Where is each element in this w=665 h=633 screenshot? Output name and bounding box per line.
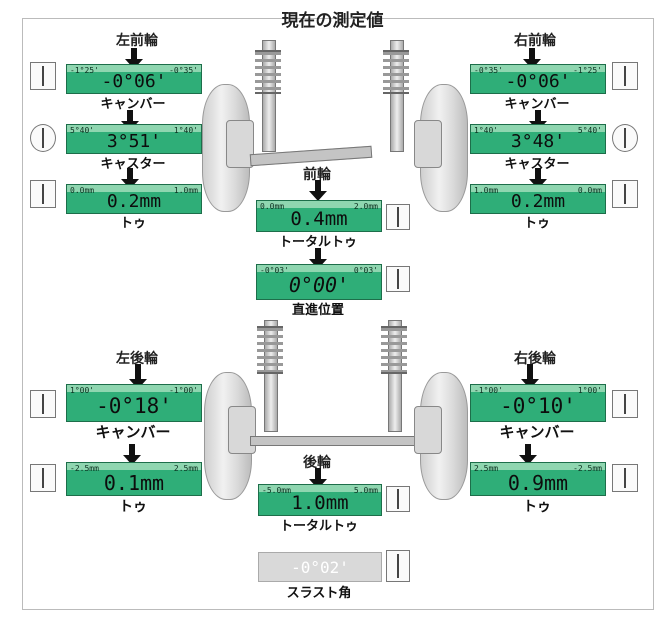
gauge-max-label: -1°25' (573, 66, 602, 75)
front-right-camber-label: キャンバー (504, 97, 570, 112)
front-right-caster-gauge: 1°40' 5°40' 3°48' (470, 124, 606, 154)
gauge-min-label: 1.0mm (474, 186, 499, 195)
gauge-max-label: -1°00' (169, 386, 198, 395)
gauge-min-label: 5°40' (70, 126, 95, 135)
gauge-min-label: 2.5mm (474, 464, 499, 473)
rear-right-toe-label: トゥ (523, 499, 551, 515)
rear-right-toe-gauge: 2.5mm -2.5mm 0.9mm (470, 462, 606, 496)
gauge-value: 0.2mm (106, 191, 162, 212)
rear-left-toe-label: トゥ (119, 499, 147, 515)
gauge-min-label: -1°25' (70, 66, 99, 75)
front-left-caster-label: キャスター (100, 157, 166, 172)
gauge-max-label: -2.5mm (573, 464, 602, 473)
rear-right-heading: 右後輪 (514, 351, 556, 367)
gauge-max-label: 1.0mm (173, 186, 198, 195)
rear-left-camber-gauge: 1°00' -1°00' -0°18' (66, 384, 202, 422)
gauge-max-label: 0°03' (353, 266, 378, 275)
gauge-max-label: -0°35' (169, 66, 198, 75)
camber-icon (612, 62, 638, 90)
toe-icon (612, 180, 638, 208)
toe-icon (30, 180, 56, 208)
gauge-value: 0.4mm (290, 208, 348, 230)
caster-icon (30, 124, 56, 152)
total-toe-icon (386, 486, 410, 512)
gauge-min-label: 0.0mm (260, 202, 285, 211)
front-right-heading: 右前輪 (514, 33, 556, 49)
toe-icon (30, 464, 56, 492)
rear-left-toe-gauge: -2.5mm 2.5mm 0.1mm (66, 462, 202, 496)
gauge-max-label: 2.5mm (173, 464, 198, 473)
gauge-min-label: 1°40' (474, 126, 499, 135)
gauge-min-label: -0°35' (474, 66, 503, 75)
caster-icon (612, 124, 638, 152)
steering-position-icon (386, 266, 410, 292)
camber-icon (30, 390, 56, 418)
camber-icon (612, 390, 638, 418)
toe-icon (612, 464, 638, 492)
front-right-caster-label: キャスター (504, 157, 570, 172)
rear-total-heading: 後輪 (303, 455, 331, 471)
gauge-value: -0°06' (101, 71, 167, 92)
gauge-value: 0.1mm (103, 471, 165, 495)
gauge-max-label: 5°40' (577, 126, 602, 135)
rear-left-camber-label: キャンバー (95, 423, 171, 441)
front-left-heading: 左前輪 (116, 33, 158, 49)
gauge-max-label: 2.0mm (353, 202, 378, 211)
gauge-max-label: 5.0mm (353, 486, 378, 495)
straight-position-gauge: -0°03' 0°03' 0°00' (256, 264, 382, 300)
thrust-angle-gauge: -0°02' (258, 552, 382, 582)
front-left-camber-gauge: -1°25' -0°35' -0°06' (66, 64, 202, 94)
gauge-min-label: -0°03' (260, 266, 289, 275)
gauge-value: 0°00' (288, 273, 350, 297)
gauge-value: 3°48' (510, 131, 566, 152)
gauge-value: -0°06' (505, 71, 571, 92)
gauge-value: -0°02' (291, 558, 349, 577)
rear-left-heading: 左後輪 (116, 351, 158, 367)
front-right-toe-label: トゥ (523, 216, 550, 231)
gauge-value: -0°18' (96, 394, 172, 418)
rear-total-toe-gauge: -5.0mm 5.0mm 1.0mm (258, 484, 382, 516)
gauge-value: -0°10' (500, 394, 576, 418)
gauge-value: 0.2mm (510, 191, 566, 212)
front-left-caster-gauge: 5°40' 1°40' 3°51' (66, 124, 202, 154)
gauge-value: 1.0mm (291, 492, 349, 514)
thrust-angle-label: スラスト角 (286, 586, 352, 601)
front-total-toe-label: トータルトゥ (278, 235, 357, 250)
camber-icon (30, 62, 56, 90)
gauge-max-label: 0.0mm (577, 186, 602, 195)
front-right-camber-gauge: -0°35' -1°25' -0°06' (470, 64, 606, 94)
rear-right-camber-label: キャンバー (499, 423, 575, 441)
front-total-toe-gauge: 0.0mm 2.0mm 0.4mm (256, 200, 382, 232)
gauge-value: 0.9mm (507, 471, 569, 495)
thrust-angle-icon (386, 550, 410, 582)
gauge-min-label: -2.5mm (70, 464, 99, 473)
front-left-toe-gauge: 0.0mm 1.0mm 0.2mm (66, 184, 202, 214)
page-title: 現在の測定値 (281, 11, 384, 31)
gauge-max-label: 1°00' (577, 386, 602, 395)
front-right-toe-gauge: 1.0mm 0.0mm 0.2mm (470, 184, 606, 214)
gauge-min-label: 0.0mm (70, 186, 95, 195)
gauge-value: 3°51' (106, 131, 162, 152)
gauge-min-label: -1°00' (474, 386, 503, 395)
gauge-min-label: -5.0mm (262, 486, 291, 495)
gauge-min-label: 1°00' (70, 386, 95, 395)
front-left-toe-label: トゥ (119, 216, 146, 231)
straight-position-label: 直進位置 (291, 303, 344, 318)
rear-total-toe-label: トータルトゥ (279, 519, 358, 534)
front-left-camber-label: キャンバー (100, 97, 166, 112)
gauge-max-label: 1°40' (173, 126, 198, 135)
front-total-heading: 前輪 (303, 167, 331, 183)
total-toe-icon (386, 204, 410, 230)
rear-right-camber-gauge: -1°00' 1°00' -0°10' (470, 384, 606, 422)
